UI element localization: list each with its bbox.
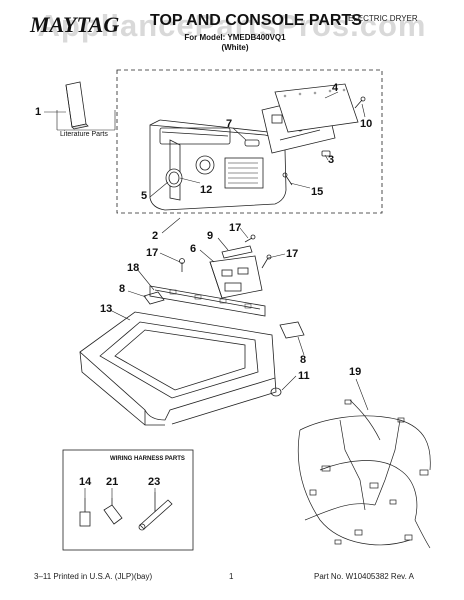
callout-2: 2 [152, 230, 159, 242]
pad-8a [143, 291, 165, 305]
screw-17b [179, 258, 185, 272]
clip-3 [321, 150, 331, 157]
callout-8-right: 8 [300, 354, 307, 366]
callout-5: 5 [141, 190, 148, 202]
console-assembly-box [116, 69, 383, 214]
knob [165, 168, 183, 188]
literature-label: Literature Parts [60, 131, 108, 138]
callout-23: 23 [148, 476, 161, 488]
callout-17-left: 17 [146, 247, 159, 259]
wire-clip-21 [103, 498, 123, 525]
wiring-parts-box [62, 449, 194, 551]
callout-19: 19 [349, 366, 362, 378]
bracket-7 [244, 139, 260, 147]
color-line: (White) [221, 43, 249, 52]
wire-connector-14 [79, 498, 91, 527]
callout-7: 7 [226, 118, 233, 130]
top-panel [79, 311, 277, 426]
pad-8b [279, 321, 305, 339]
callout-8-left: 8 [119, 283, 126, 295]
footer-print-info: 3–11 Printed in U.S.A. (JLP)(bay) [34, 572, 153, 581]
callout-17-top: 17 [229, 222, 242, 234]
callout-1: 1 [35, 106, 42, 118]
wire-tie-23 [138, 492, 173, 531]
screw-17c [261, 254, 272, 269]
literature-booklet [65, 81, 89, 130]
model-info: For Model: YMEDB400VQ1 (White) [175, 33, 295, 53]
callout-18: 18 [127, 262, 140, 274]
callout-11: 11 [298, 370, 310, 382]
console-panel [149, 119, 287, 211]
bracket-9 [221, 245, 253, 259]
screw-10 [354, 96, 366, 109]
callout-9: 9 [207, 230, 214, 242]
callout-14: 14 [79, 476, 92, 488]
brand-logo: MAYTAG [30, 12, 120, 37]
wiring-box-title: WIRING HARNESS PARTS [110, 456, 185, 462]
footer-part-number: Part No. W10405382 Rev. A [314, 572, 414, 581]
wiring-harness [297, 399, 431, 549]
screw-17a [244, 234, 256, 243]
terminal-block [209, 255, 263, 299]
callout-15: 15 [311, 186, 324, 198]
mounting-rail [149, 285, 266, 317]
footer-page-number: 1 [229, 572, 234, 581]
callout-4: 4 [332, 82, 339, 94]
callout-17-right: 17 [286, 248, 299, 260]
control-cover [274, 83, 359, 133]
callout-3: 3 [328, 154, 335, 166]
callout-21: 21 [106, 476, 119, 488]
foot-11 [270, 387, 282, 397]
callout-13: 13 [100, 303, 113, 315]
watermark: AppliancePartsPros.com [37, 8, 427, 43]
callout-6: 6 [190, 243, 197, 255]
page-title: TOP AND CONSOLE PARTS [150, 12, 362, 29]
model-line: For Model: YMEDB400VQ1 [184, 33, 286, 42]
callout-12: 12 [200, 184, 213, 196]
callout-10: 10 [360, 118, 373, 130]
product-type: ELECTRIC DRYER [348, 14, 418, 23]
